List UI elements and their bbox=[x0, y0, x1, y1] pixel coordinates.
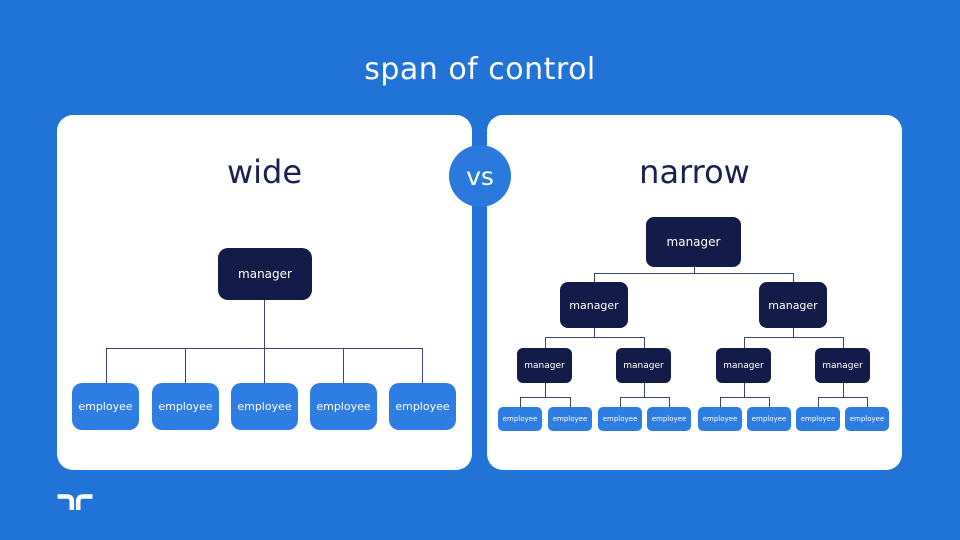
connector bbox=[594, 273, 793, 274]
vs-badge: vs bbox=[449, 145, 511, 207]
connector bbox=[744, 337, 745, 348]
connector bbox=[843, 383, 844, 397]
connector bbox=[644, 383, 645, 397]
employee-node: employee bbox=[845, 407, 889, 431]
manager-node: manager bbox=[616, 348, 671, 383]
connector bbox=[769, 397, 770, 407]
connector bbox=[818, 397, 819, 407]
connector bbox=[793, 328, 794, 337]
connector bbox=[545, 337, 546, 348]
manager-node: manager bbox=[716, 348, 771, 383]
manager-node: manager bbox=[218, 248, 312, 300]
connector bbox=[867, 397, 868, 407]
connector bbox=[343, 348, 344, 383]
narrow-heading: narrow bbox=[639, 153, 750, 191]
connector bbox=[744, 337, 843, 338]
employee-node: employee bbox=[796, 407, 840, 431]
employee-node: employee bbox=[698, 407, 742, 431]
manager-node: manager bbox=[560, 282, 628, 328]
wide-panel: wide manager employee employee employee … bbox=[57, 115, 472, 470]
connector bbox=[594, 273, 595, 282]
connector bbox=[264, 348, 265, 383]
connector bbox=[106, 348, 107, 383]
connector bbox=[620, 397, 621, 407]
connector bbox=[669, 397, 670, 407]
manager-node: manager bbox=[646, 217, 741, 267]
connector bbox=[264, 300, 265, 348]
employee-node: employee bbox=[72, 383, 139, 430]
connector bbox=[620, 397, 669, 398]
manager-node: manager bbox=[759, 282, 827, 328]
connector bbox=[520, 397, 521, 407]
connector bbox=[720, 397, 769, 398]
manager-node: manager bbox=[517, 348, 572, 383]
wide-heading: wide bbox=[226, 153, 303, 191]
employee-node: employee bbox=[152, 383, 219, 430]
connector bbox=[744, 383, 745, 397]
connector bbox=[694, 267, 695, 273]
connector bbox=[185, 348, 186, 383]
employee-node: employee bbox=[598, 407, 642, 431]
employee-node: employee bbox=[647, 407, 691, 431]
employee-node: employee bbox=[310, 383, 377, 430]
connector bbox=[594, 328, 595, 337]
connector bbox=[720, 397, 721, 407]
connector bbox=[793, 273, 794, 282]
employee-node: employee bbox=[389, 383, 456, 430]
connector bbox=[644, 337, 645, 348]
page-title: span of control bbox=[364, 52, 596, 87]
connector bbox=[422, 348, 423, 383]
connector bbox=[818, 397, 867, 398]
employee-node: employee bbox=[747, 407, 791, 431]
employee-node: employee bbox=[498, 407, 542, 431]
connector bbox=[570, 397, 571, 407]
connector bbox=[545, 337, 644, 338]
employee-node: employee bbox=[548, 407, 592, 431]
narrow-panel: narrow manager manager manager manager m… bbox=[487, 115, 902, 470]
connector bbox=[843, 337, 844, 348]
randstad-logo-icon bbox=[57, 494, 93, 510]
manager-node: manager bbox=[815, 348, 870, 383]
employee-node: employee bbox=[231, 383, 298, 430]
connector bbox=[545, 383, 546, 397]
connector bbox=[520, 397, 570, 398]
